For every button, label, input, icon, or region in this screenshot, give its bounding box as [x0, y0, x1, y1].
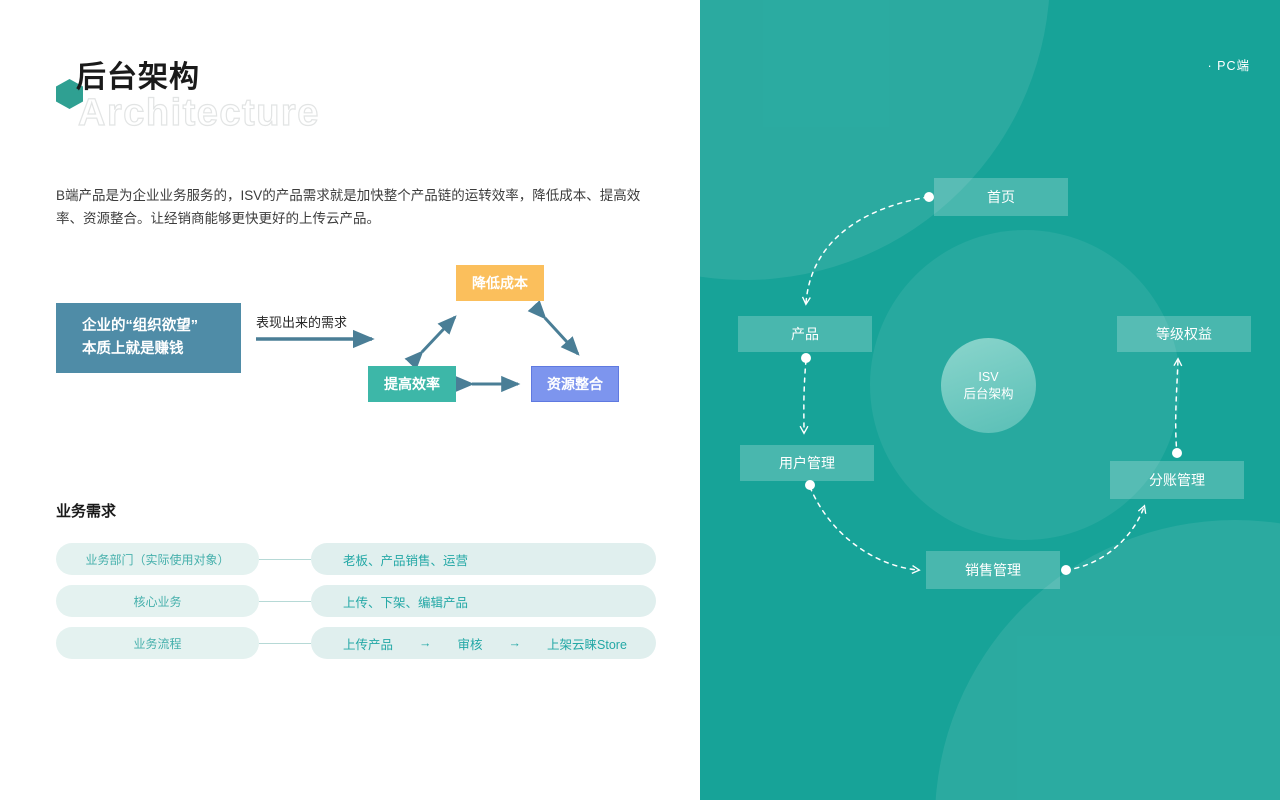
page-title: 后台架构 — [76, 61, 200, 94]
business-row-value-flow: 上传产品 → 审核 → 上架云睐Store — [311, 627, 656, 659]
hexagon-bullet-icon — [56, 79, 83, 109]
architecture-node-sales[interactable]: 销售管理 — [926, 551, 1060, 589]
architecture-center-node: ISV 后台架构 — [941, 338, 1036, 433]
business-row-value: 老板、产品销售、运营 — [311, 543, 656, 575]
architecture-node-user[interactable]: 用户管理 — [740, 445, 874, 481]
architecture-node-billing[interactable]: 分账管理 — [1110, 461, 1244, 499]
architecture-panel: · PC端 — [700, 0, 1280, 800]
row-connector-line — [259, 600, 311, 602]
intro-paragraph: B端产品是为企业业务服务的，ISV的产品需求就是加快整个产品链的运转效率，降低成… — [56, 187, 641, 226]
relation-box-resource: 资源整合 — [531, 366, 619, 402]
business-row: 业务部门（实际使用对象） 老板、产品销售、运营 — [56, 543, 656, 575]
relation-core-line2: 本质上就是赚钱 — [82, 341, 184, 357]
page-title-outline-en: Architecture — [77, 91, 320, 134]
relation-box-cost: 降低成本 — [456, 265, 544, 301]
row-connector-line — [259, 642, 311, 644]
flow-arrow-icon: → — [419, 636, 432, 650]
relation-diagram: 企业的“组织欲望” 本质上就是赚钱 表现出来的需求 降低成本 提高效率 资源整合 — [0, 255, 700, 425]
business-row-key: 核心业务 — [56, 585, 259, 617]
business-row-key: 业务部门（实际使用对象） — [56, 543, 259, 575]
relation-arrow-label: 表现出来的需求 — [256, 315, 348, 330]
flow-arrow-icon: → — [508, 636, 522, 650]
relation-box-efficiency: 提高效率 — [368, 366, 456, 402]
row-connector-line — [259, 558, 311, 560]
page-title-block: 后台架构 Architecture — [56, 58, 476, 138]
flow-step-3: 上架云睐Store — [547, 637, 627, 652]
relation-box-core: 企业的“组织欲望” 本质上就是赚钱 — [56, 303, 241, 373]
architecture-node-home[interactable]: 首页 — [934, 178, 1068, 216]
business-row-value: 上传、下架、编辑产品 — [311, 585, 656, 617]
flow-step-2: 审核 — [457, 637, 483, 652]
platform-label: · PC端 — [1207, 59, 1250, 73]
business-row-key: 业务流程 — [56, 627, 259, 659]
left-content-pane: 后台架构 Architecture B端产品是为企业业务服务的，ISV的产品需求… — [0, 58, 700, 669]
center-node-line2: 后台架构 — [963, 386, 1014, 401]
center-node-line1: ISV — [978, 369, 999, 384]
business-row: 业务流程 上传产品 → 审核 → 上架云睐Store — [56, 627, 656, 659]
architecture-node-product[interactable]: 产品 — [738, 316, 872, 352]
business-section-title: 业务需求 — [56, 503, 117, 520]
flow-step-1: 上传产品 — [343, 637, 394, 652]
business-requirements-section: 业务需求 业务部门（实际使用对象） 老板、产品销售、运营 核心业务 上传、下架、… — [56, 500, 656, 669]
relation-core-line1: 企业的“组织欲望” — [82, 318, 198, 334]
architecture-node-level[interactable]: 等级权益 — [1117, 316, 1251, 352]
business-row: 核心业务 上传、下架、编辑产品 — [56, 585, 656, 617]
